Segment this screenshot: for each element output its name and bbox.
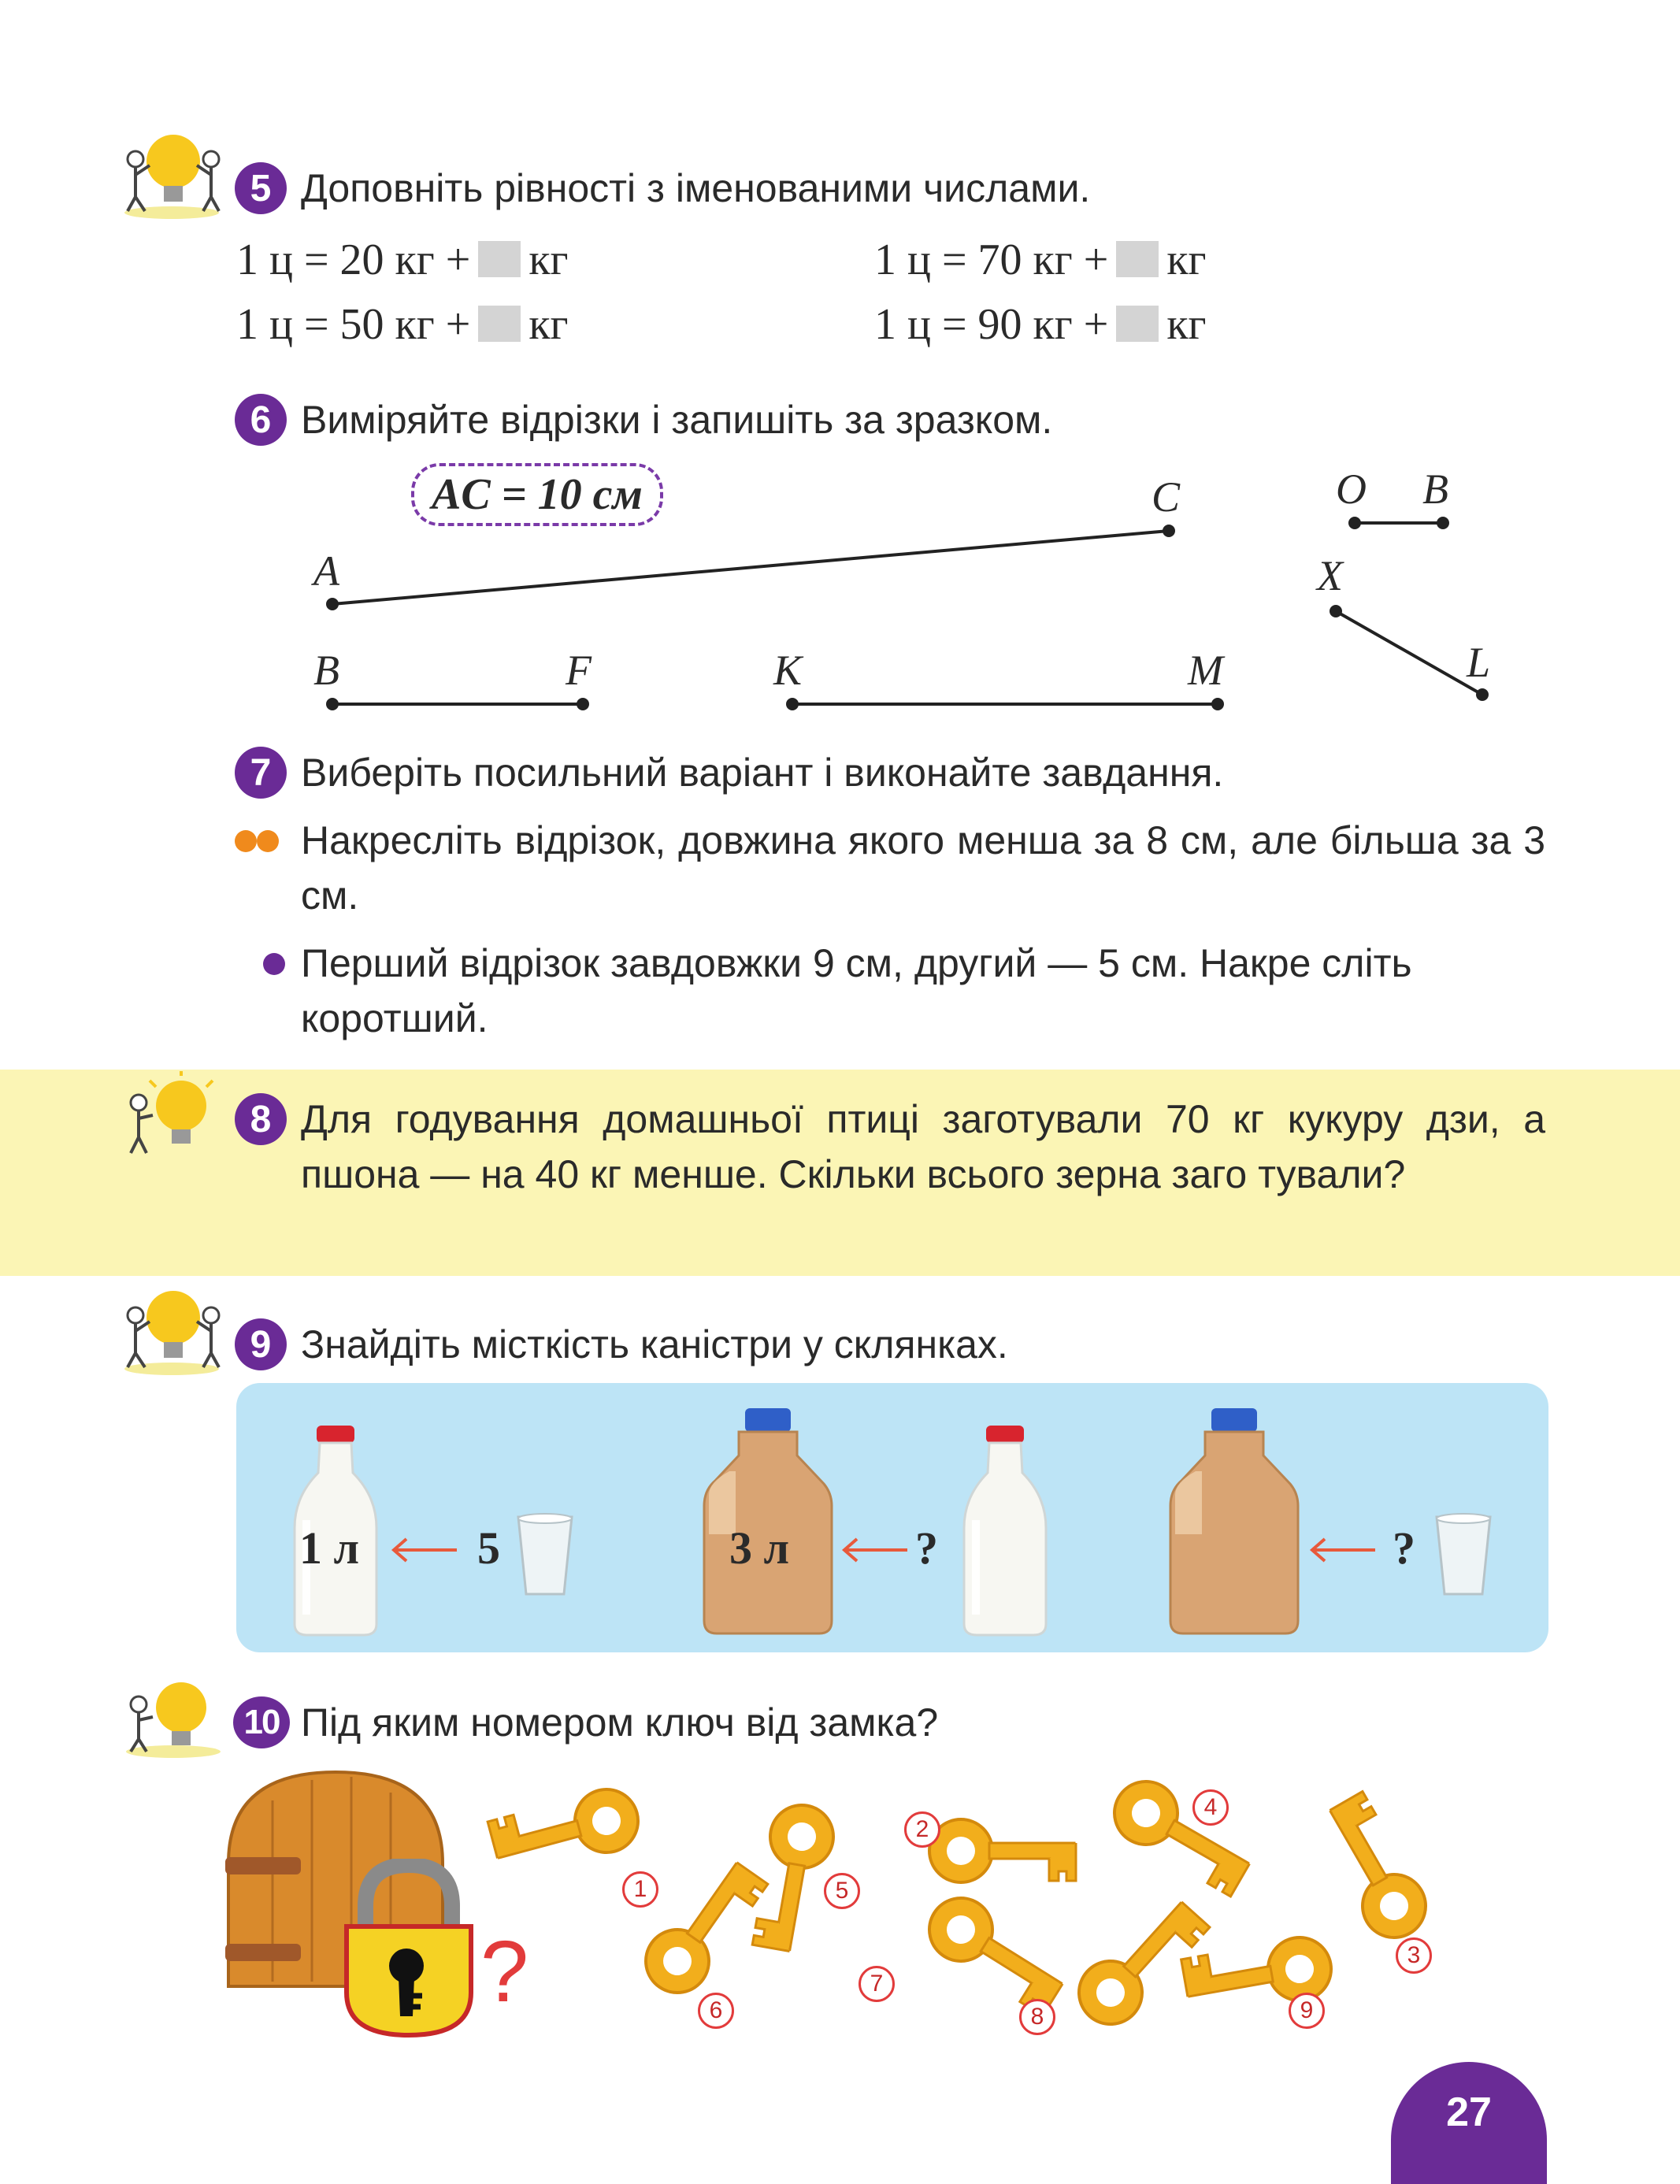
milk-bottle-icon [293, 1426, 378, 1637]
key-number-7[interactable]: 7 [859, 1966, 895, 2002]
point-a-label: A [313, 547, 339, 595]
juice-canister-icon [703, 1408, 833, 1635]
arrow-left-icon [841, 1537, 907, 1563]
key-icon [928, 1818, 1077, 1884]
lightbulb-helpers-icon [118, 126, 224, 221]
task-7-badge: 7 [235, 747, 287, 799]
key-icon [632, 1847, 771, 2007]
task-9-badge: 9 [235, 1318, 287, 1370]
task-5-badge: 5 [235, 162, 287, 214]
equation-2: 1 ц = 70 кг +кг [874, 235, 1207, 284]
lightbulb-helper-icon [118, 1068, 224, 1158]
segments-drawing [326, 517, 1489, 710]
key-icon [1101, 1768, 1263, 1900]
task-7-title: Виберіть посильний варіант і виконайте з… [301, 751, 1224, 795]
equation-1: 1 ц = 20 кг +кг [236, 235, 569, 284]
glass-icon [1435, 1513, 1492, 1596]
unknown-mark: ? [915, 1522, 938, 1574]
question-mark: ? [480, 1923, 529, 2020]
task-6-badge: 6 [235, 394, 287, 446]
level-two-dots-icon [235, 830, 257, 852]
key-icon [749, 1798, 840, 1957]
level-two-dots-icon [257, 830, 279, 852]
page-number: 27 [1391, 2062, 1547, 2184]
task-10-title: Під яким номером ключ від замка? [301, 1700, 939, 1745]
keys-group [485, 1768, 1439, 2039]
canister-volume-label: 3 л [729, 1522, 790, 1574]
task-7-option-2: Перший відрізок завдовжки 9 см, другий —… [301, 941, 1412, 1040]
point-x-label: X [1317, 552, 1343, 599]
lightbulb-helpers-icon [118, 1282, 224, 1377]
task-10-badge: 10 [233, 1696, 290, 1748]
key-number-2[interactable]: 2 [904, 1811, 940, 1848]
task-8-badge: 8 [235, 1093, 287, 1145]
answer-box[interactable] [1116, 306, 1159, 342]
key-icon [485, 1781, 647, 1883]
task-6-title: Виміряйте відрізки і запишіть за зразком… [301, 398, 1053, 442]
task-5-title: Доповніть рівності з іменованими числами… [301, 166, 1091, 210]
sample-answer: AC = 10 см [411, 463, 663, 526]
key-number-1[interactable]: 1 [622, 1871, 658, 1908]
task-8-text: Для годування домашньої птиці заготували… [301, 1097, 1545, 1196]
juice-canister-icon [1169, 1408, 1300, 1635]
answer-box[interactable] [1116, 241, 1159, 277]
point-f-label: F [566, 647, 592, 694]
key-icon [915, 1884, 1077, 2019]
glass-icon [517, 1513, 573, 1596]
key-number-3[interactable]: 3 [1396, 1937, 1432, 1974]
point-o-label: O [1336, 465, 1367, 513]
key-number-9[interactable]: 9 [1289, 1993, 1325, 2029]
point-b-label: B [313, 647, 339, 694]
key-number-8[interactable]: 8 [1019, 1999, 1055, 2035]
containers-panel [236, 1383, 1548, 1652]
task-7-option-1: Накресліть відрізок, довжина якого менша… [301, 818, 1545, 918]
point-l-label: L [1467, 639, 1491, 686]
point-k-label: K [773, 647, 803, 694]
segment-xl [1335, 610, 1483, 696]
bottle-glasses-count: 5 [477, 1522, 500, 1574]
answer-box[interactable] [478, 306, 521, 342]
arrow-left-icon [1309, 1537, 1375, 1563]
arrow-left-icon [391, 1537, 457, 1563]
key-number-6[interactable]: 6 [698, 1993, 734, 2029]
key-icon [1307, 1789, 1439, 1951]
level-one-dot-icon [263, 953, 285, 975]
milk-bottle-icon [962, 1426, 1048, 1637]
key-number-5[interactable]: 5 [824, 1873, 860, 1909]
padlock-icon[interactable] [342, 1859, 476, 2040]
unknown-mark: ? [1393, 1522, 1415, 1574]
bottle-volume-label: 1 л [299, 1522, 360, 1574]
answer-box[interactable] [478, 241, 521, 277]
key-number-4[interactable]: 4 [1192, 1789, 1229, 1826]
point-c-label: C [1152, 473, 1181, 521]
segment-ac [332, 529, 1170, 606]
point-m-label: M [1188, 647, 1223, 694]
equation-4: 1 ц = 90 кг +кг [874, 300, 1207, 349]
lightbulb-helper-icon [118, 1673, 224, 1759]
task-9-title: Знайдіть місткість каністри у склянках. [301, 1322, 1008, 1366]
point-b-label: B [1422, 465, 1448, 513]
equation-3: 1 ц = 50 кг +кг [236, 300, 569, 349]
